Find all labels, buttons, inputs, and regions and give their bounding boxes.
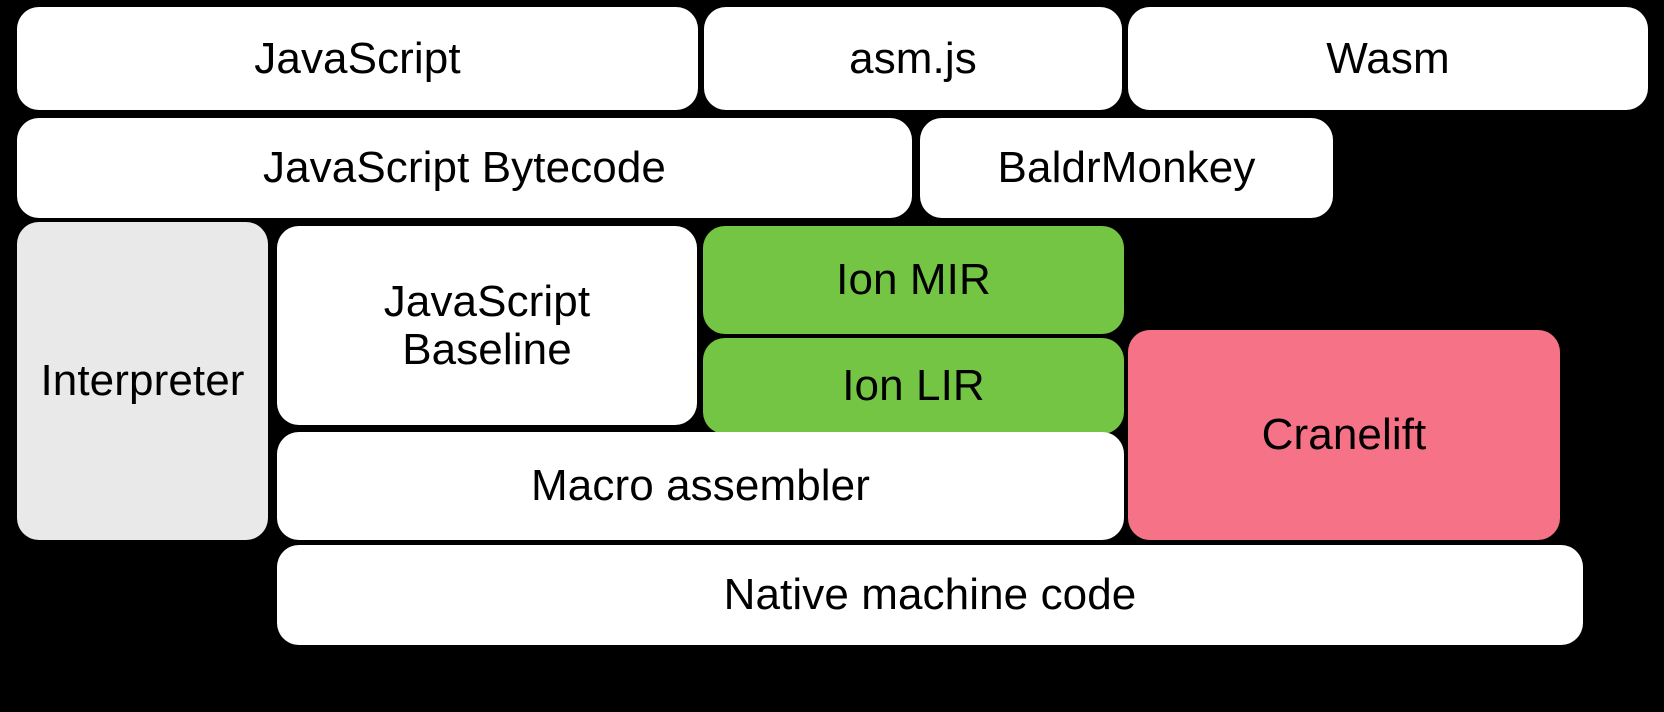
node-asm-js: asm.js xyxy=(704,7,1122,110)
node-baldrmonkey: BaldrMonkey xyxy=(920,118,1333,218)
node-wasm: Wasm xyxy=(1128,7,1648,110)
node-javascript: JavaScript xyxy=(17,7,698,110)
node-ion-mir: Ion MIR xyxy=(703,226,1124,334)
node-native-machine-code: Native machine code xyxy=(277,545,1583,645)
node-javascript-baseline: JavaScript Baseline xyxy=(277,226,697,425)
node-macro-assembler: Macro assembler xyxy=(277,432,1124,540)
node-interpreter: Interpreter xyxy=(17,222,268,540)
node-ion-lir: Ion LIR xyxy=(703,338,1124,434)
node-javascript-bytecode: JavaScript Bytecode xyxy=(17,118,912,218)
node-cranelift: Cranelift xyxy=(1128,330,1560,540)
